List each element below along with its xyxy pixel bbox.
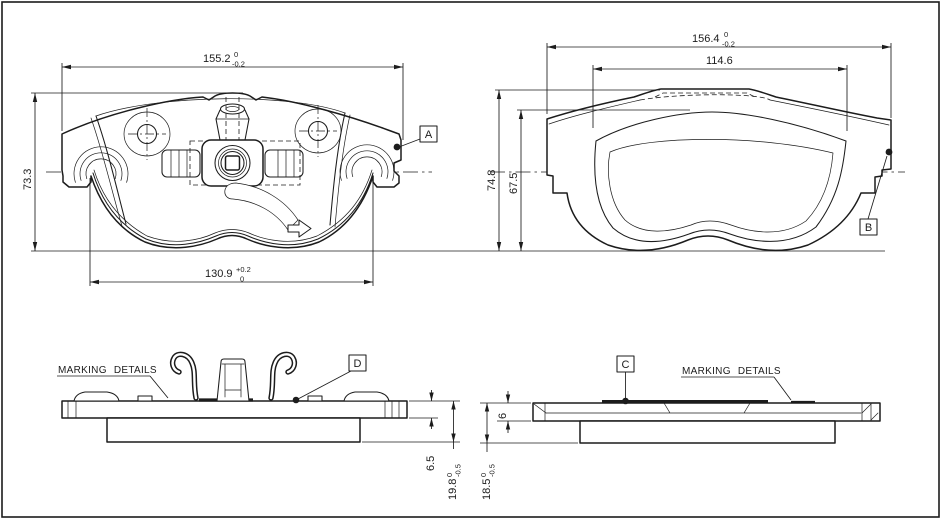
ear-arcs-right xyxy=(339,144,395,181)
view-side-right: C MARKING DETAILS 6 18.5 0 -0.5 xyxy=(479,355,881,500)
marking-details-note: MARKING DETAILS xyxy=(57,365,169,399)
dim-overall-width: 155.2 0 -0.2 xyxy=(61,50,404,140)
hump-hidden-line xyxy=(654,92,756,98)
ear-arcs-left xyxy=(73,146,129,183)
plate-detail-lines xyxy=(67,400,400,419)
dim-value: 19.8 xyxy=(447,479,459,500)
dim-plate-thickness: 6 xyxy=(480,391,578,444)
tab-right xyxy=(307,395,323,402)
callout-b-dot xyxy=(885,148,893,156)
right-stub xyxy=(264,149,304,178)
friction-edge-right xyxy=(329,112,346,226)
callout-c-label: C xyxy=(622,359,630,371)
dim-tol-upper: 0 xyxy=(445,473,454,477)
dim-value: 130.9 xyxy=(205,268,233,280)
callout-d-box xyxy=(348,354,367,372)
callout-d-label: D xyxy=(354,358,362,370)
plate-edge-hidden xyxy=(639,94,771,101)
view-side-left: MARKING DETAILS D 6.5 19.8 xyxy=(57,351,463,500)
callout-b-box xyxy=(859,218,878,236)
clip-center-box xyxy=(216,358,250,402)
friction-chamfer xyxy=(608,139,834,233)
friction-edge-right-2 xyxy=(334,114,351,228)
skirt-inner-line-2 xyxy=(93,169,373,242)
dim-value: 155.2 xyxy=(203,53,231,65)
dim-tol-lower: -0.5 xyxy=(454,464,463,477)
dim-value: 156.4 xyxy=(692,33,720,45)
friction-edge-left xyxy=(95,115,127,225)
dim-height: 73.3 xyxy=(22,92,885,252)
pad-outline xyxy=(546,88,892,252)
dim-tol-upper: +0.2 xyxy=(236,265,251,274)
dim-value: 114.6 xyxy=(706,55,733,67)
dim-value: 6 xyxy=(497,413,509,419)
callout-d: D xyxy=(292,354,367,404)
marking-details-text: MARKING DETAILS xyxy=(682,366,781,377)
dim-tol-upper: 0 xyxy=(724,30,728,39)
callout-c-dot xyxy=(622,397,629,405)
skirt-inner-line xyxy=(92,172,374,246)
dim-lug-span: 130.9 +0.2 0 xyxy=(89,178,374,286)
hole-left xyxy=(123,108,171,160)
friction-block xyxy=(106,417,361,443)
direction-arrow-icon xyxy=(287,219,312,238)
hole-right xyxy=(294,105,342,157)
dim-value: 6.5 xyxy=(425,456,437,471)
clip-hook-left xyxy=(169,351,199,401)
callout-c-box xyxy=(616,355,635,373)
dim-value: 73.3 xyxy=(22,169,34,190)
friction-outline xyxy=(594,111,847,243)
plate-edge-right xyxy=(769,99,890,126)
friction-block xyxy=(579,420,836,444)
friction-top-edge xyxy=(95,98,346,117)
guide-bump-right xyxy=(343,391,390,402)
dim-plate-thickness: 6.5 xyxy=(362,390,460,471)
callout-a-dot xyxy=(393,143,401,151)
marking-details-text: MARKING DETAILS xyxy=(58,365,157,376)
callout-d-dot xyxy=(292,396,300,404)
backplate xyxy=(532,402,881,422)
dim-overall-height: 74.8 xyxy=(486,89,660,251)
dim-tol-lower: -0.2 xyxy=(722,40,735,49)
dim-tol-lower: -0.5 xyxy=(488,464,497,477)
dim-overall-width: 156.4 0 -0.2 xyxy=(546,30,892,118)
tab-left xyxy=(137,395,153,402)
dim-value: 18.5 xyxy=(481,479,493,500)
dim-pad-height: 67.5 xyxy=(508,109,690,251)
dim-total-thickness: 19.8 0 -0.5 xyxy=(445,401,463,500)
dim-total-thickness: 18.5 0 -0.5 xyxy=(479,403,497,500)
dim-tol-lower: 0 xyxy=(240,275,244,284)
friction-edge-left-2 xyxy=(90,117,123,227)
marking-details-note: MARKING DETAILS xyxy=(681,366,792,401)
spring-clip xyxy=(169,351,298,402)
left-stub xyxy=(161,149,201,178)
square-hole xyxy=(224,155,241,171)
callout-b-label: B xyxy=(865,222,872,234)
callout-a-label: A xyxy=(425,129,433,141)
backplate xyxy=(61,400,408,419)
guide-bump-left xyxy=(73,391,120,402)
dim-tol-lower: -0.2 xyxy=(232,60,245,69)
dim-value: 67.5 xyxy=(508,173,520,194)
clip-hook-right xyxy=(268,351,298,401)
callout-a-box xyxy=(419,125,438,143)
dim-tol-upper: 0 xyxy=(234,50,238,59)
callout-a: A xyxy=(393,125,438,151)
boss-plate xyxy=(201,139,264,187)
view-front-friction: 156.4 0 -0.2 114.6 74.8 xyxy=(486,30,905,252)
callout-b: B xyxy=(859,148,893,236)
view-front-backplate: 155.2 0 -0.2 73.3 130.9 +0.2 0 xyxy=(22,50,885,286)
rotation-arrow xyxy=(224,182,299,231)
dim-value: 74.8 xyxy=(486,170,498,191)
dim-tol-upper: 0 xyxy=(479,473,488,477)
dim-pad-width: 114.6 xyxy=(592,55,848,131)
callout-c: C xyxy=(616,355,635,405)
